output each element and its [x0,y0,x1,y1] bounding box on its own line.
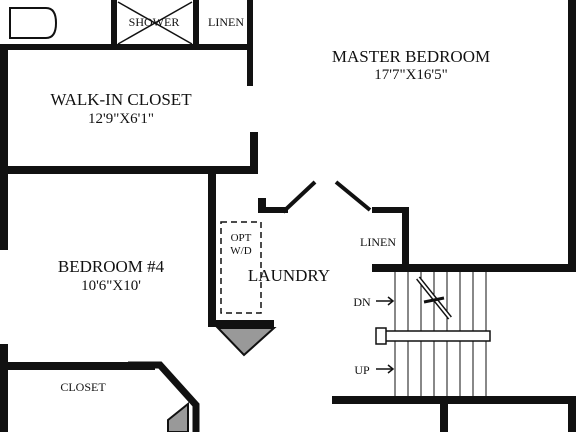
wall-left-outer [0,44,8,250]
wall-linen-right [247,0,253,86]
linen-top-name: LINEN [208,15,244,29]
wall-left-lower [0,344,8,432]
labels: MASTER BEDROOM 17'7"X16'5" WALK-IN CLOSE… [50,15,490,394]
master-bedroom-dims: 17'7"X16'5" [374,67,447,83]
wall-laundry-left [208,172,216,327]
bedroom4-dims: 10'6"X10' [81,278,141,294]
wall-bed4-bottom [0,362,155,370]
master-door-left [281,180,317,214]
opt-wd-line2: W/D [230,245,251,257]
stairs-up-label: UP [354,363,370,377]
shower-x2 [117,1,193,45]
closet-door-shade [167,401,189,432]
arrow-dn-icon [376,296,395,306]
wall-closet-bottom [0,166,258,174]
stairs-dn-label: DN [353,295,371,309]
wall-shower-left [111,0,117,50]
stairs [375,272,491,396]
closet-name: CLOSET [60,380,106,394]
doors [128,180,372,432]
stair-treads [394,272,487,396]
wall-shower-right [193,0,199,50]
wall-closet-right [250,132,258,174]
arrow-up-icon [376,364,395,374]
wall-bath-bottom [0,44,250,50]
opt-wd-box [220,221,262,314]
wall-laundry-top-left-ext [258,207,288,213]
stair-break-line-inner [417,277,451,319]
walkin-closet-name: WALK-IN CLOSET [50,90,192,109]
wall-bottom-stub [440,400,448,432]
opt-wd-line1: OPT [231,232,252,244]
master-bedroom-name: MASTER BEDROOM [332,47,490,66]
water-heater [215,327,277,357]
bathtub [9,7,58,39]
wall-right-outer [568,0,576,272]
wall-laundry-top-right [372,207,408,213]
wall-laundry-top-left [258,198,266,212]
bedroom4-name: BEDROOM #4 [58,257,165,276]
wall-stair-top [372,264,576,272]
linen-right-name: LINEN [360,235,396,249]
stair-rail [377,330,491,342]
shower-name: SHOWER [129,15,180,29]
wall-stair-bottom [332,396,576,404]
fixtures [9,1,277,357]
closet-door [128,361,200,432]
master-door-right [334,180,372,212]
stair-newel-left [375,327,387,345]
laundry-name: LAUNDRY [248,266,330,285]
walkin-closet-dims: 12'9"X6'1" [88,111,154,127]
wall-right-lower [568,396,576,432]
stair-break-tick [423,296,445,304]
wall-laundry-bottom [208,320,274,327]
wall-stair-left [372,264,380,272]
wall-linen-side [402,207,409,269]
